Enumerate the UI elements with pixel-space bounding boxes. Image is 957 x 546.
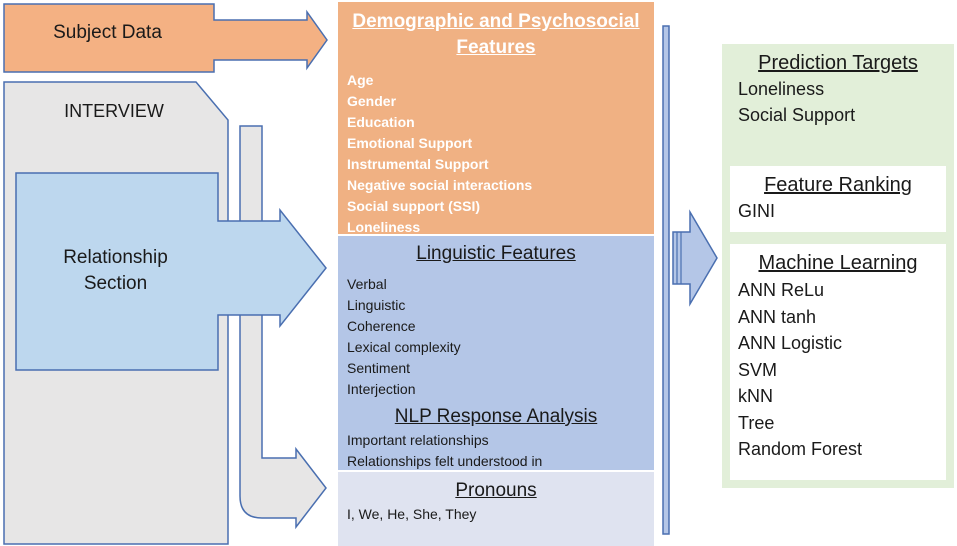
pronouns-box: Pronouns I, We, He, She, They [338,472,654,546]
linguistic-list: Verbal Linguistic Coherence Lexical comp… [338,274,654,400]
relationship-label-line1: Relationship [63,247,168,268]
list-item: Verbal [347,276,387,292]
demographic-title: Demographic and Psychosocial Features [338,2,654,61]
machine-learning-card: Machine Learning ANN ReLu ANN tanh ANN L… [730,244,946,480]
machine-learning-title: Machine Learning [758,252,918,274]
prediction-targets-card: Prediction Targets Loneliness Social Sup… [730,44,946,156]
list-item: Negative social interactions [347,177,533,193]
relationship-arrow [15,172,327,371]
pronouns-title: Pronouns [455,480,537,501]
list-item: ANN tanh [738,306,817,327]
feature-ranking-card: Feature Ranking GINI [730,166,946,232]
demographic-features-box: Demographic and Psychosocial Features Ag… [338,2,654,235]
feature-ranking-list: GINI [730,198,946,224]
relationship-label-line2: Section [83,273,148,294]
list-item: Random Forest [738,439,863,459]
interview-label: INTERVIEW [64,101,164,121]
list-item: Important relationships [347,432,489,448]
list-item: Interjection [347,381,416,397]
list-item: Loneliness [738,79,825,99]
linguistic-title: Linguistic Features [416,243,576,264]
nlp-response-title: NLP Response Analysis [394,406,598,427]
list-item: Tree [738,412,775,433]
panel-arrow [672,209,718,307]
list-item: Coherence [347,318,416,334]
pronouns-text: I, We, He, She, They [347,506,477,522]
list-item: kNN [738,386,773,406]
relationship-section-label: Relationship Section [28,245,203,297]
list-item: GINI [738,201,776,221]
list-item: ANN ReLu [738,280,825,300]
linguistic-features-box: Linguistic Features Verbal Linguistic Co… [338,236,654,470]
subject-data-arrow [3,3,328,73]
list-item: Loneliness [347,219,421,235]
demographic-title-line1: Demographic and Psychosocial [352,11,640,32]
subject-data-label: Subject Data [53,22,162,43]
machine-learning-list: ANN ReLu ANN tanh ANN Logistic SVM kNN T… [730,277,946,463]
list-item: Sentiment [347,360,411,376]
list-item: Education [347,114,415,130]
feature-ranking-title: Feature Ranking [764,174,912,196]
pronouns-bent-arrow [239,125,327,530]
demographic-title-line2: Features [456,37,536,58]
list-item: Gender [347,93,397,109]
list-item: Instrumental Support [347,156,489,172]
list-item: SVM [738,359,778,380]
prediction-targets-title: Prediction Targets [758,52,918,74]
list-item: Linguistic [347,297,406,313]
list-item: Social Support [738,105,856,125]
vertical-divider-bar [662,25,670,535]
list-item: Emotional Support [347,135,473,151]
nlp-list: Important relationships Relationships fe… [338,430,654,472]
demographic-list: Age Gender Education Emotional Support I… [338,70,654,238]
models-panel: Prediction Targets Loneliness Social Sup… [722,44,954,488]
list-item: Lexical complexity [347,339,461,355]
list-item: Relationships felt understood in [347,453,543,469]
list-item: Social support (SSI) [347,198,481,214]
list-item: ANN Logistic [738,333,843,353]
prediction-targets-list: Loneliness Social Support [730,76,946,128]
list-item: Age [347,72,374,88]
